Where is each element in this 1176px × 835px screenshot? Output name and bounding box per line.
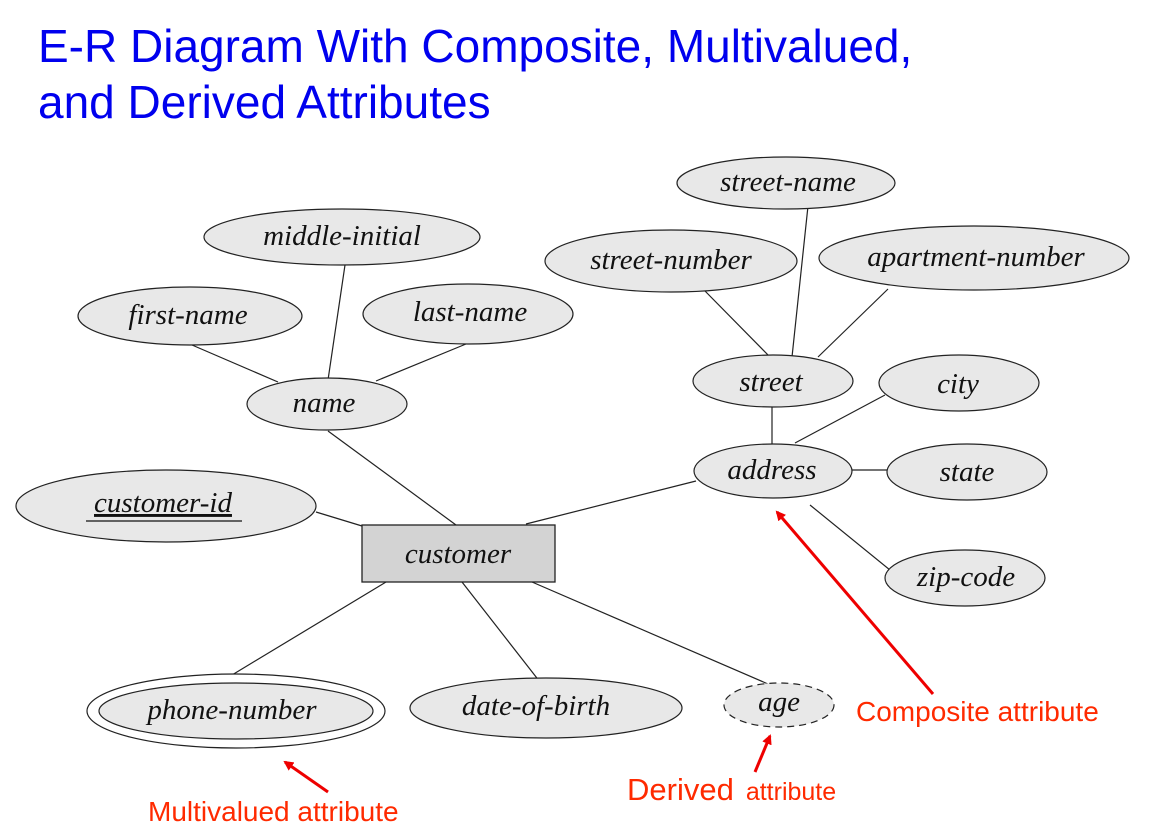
attr-street-name[interactable]: street-name <box>676 156 896 210</box>
attr-middle-initial[interactable]: middle-initial <box>203 208 481 266</box>
attr-apartment-number-label: apartment-number <box>867 241 1085 273</box>
edge-customer-date-of-birth <box>461 581 541 683</box>
attr-last-name-label: last-name <box>413 296 528 328</box>
edge-zip-code-address <box>809 504 891 571</box>
title-line-1: E-R Diagram With Composite, Multivalued, <box>38 20 913 72</box>
attr-street-name-label: street-name <box>720 166 856 198</box>
multivalued-arrow <box>283 760 329 794</box>
attr-first-name[interactable]: first-name <box>77 286 303 346</box>
edge-street-name-street <box>791 205 809 358</box>
derived-arrow <box>753 734 772 773</box>
attr-street-number[interactable]: street-number <box>544 229 798 293</box>
composite-attribute-label: Composite attribute <box>856 696 1099 727</box>
attr-address[interactable]: address <box>693 443 853 499</box>
edge-customer-id-customer <box>315 511 363 527</box>
attr-zip-code[interactable]: zip-code <box>884 549 1046 607</box>
attr-date-of-birth[interactable]: date-of-birth <box>409 677 683 739</box>
edge-street-number-street <box>704 290 771 358</box>
edge-name-customer <box>327 430 457 526</box>
attr-phone-number-label: phone-number <box>145 694 317 726</box>
attr-state-label: state <box>940 456 995 488</box>
attr-age[interactable]: age <box>723 682 835 728</box>
edge-first-name-name <box>191 344 279 383</box>
attr-street-label: street <box>739 366 803 398</box>
composite-arrow <box>775 510 935 695</box>
derived-label-small: attribute <box>746 778 836 806</box>
connector-lines <box>191 205 891 685</box>
attr-customer-id[interactable]: customer-id <box>15 469 317 543</box>
attr-state[interactable]: state <box>886 443 1048 501</box>
attr-last-name[interactable]: last-name <box>362 283 574 345</box>
attr-city[interactable]: city <box>878 354 1040 412</box>
edge-customer-phone-number <box>231 581 387 676</box>
attr-first-name-label: first-name <box>128 299 247 331</box>
edge-city-address <box>794 394 886 444</box>
slide-title: E-R Diagram With Composite, Multivalued,… <box>38 18 912 130</box>
multivalued-attribute-label: Multivalued attribute <box>148 796 399 827</box>
derived-attribute-label: Derived attribute <box>627 772 836 807</box>
multivalued-inner-ellipse <box>98 682 374 740</box>
title-line-2: and Derived Attributes <box>38 76 491 128</box>
attr-phone-number[interactable]: phone-number <box>86 673 386 749</box>
attr-city-label: city <box>937 368 979 400</box>
attr-date-of-birth-label: date-of-birth <box>462 690 610 722</box>
edge-last-name-name <box>375 343 467 382</box>
attr-street[interactable]: street <box>692 354 854 408</box>
edge-address-customer <box>525 480 697 525</box>
attr-apartment-number[interactable]: apartment-number <box>818 225 1130 291</box>
derived-label-main: Derived <box>627 772 734 807</box>
entity-customer[interactable]: customer <box>361 524 556 583</box>
edge-apartment-number-street <box>817 288 889 358</box>
attr-name-label: name <box>293 387 356 419</box>
edge-middle-initial-name <box>327 264 346 381</box>
attr-name[interactable]: name <box>246 377 408 431</box>
attr-address-label: address <box>727 454 816 486</box>
attr-street-number-label: street-number <box>590 244 752 276</box>
entity-customer-label: customer <box>405 538 512 570</box>
edge-customer-age <box>531 581 769 685</box>
attr-age-label: age <box>758 686 800 718</box>
attr-customer-id-label: customer-id <box>94 487 232 519</box>
attr-middle-initial-label: middle-initial <box>263 220 421 252</box>
annotation-arrows <box>283 510 935 794</box>
attr-zip-code-label: zip-code <box>916 561 1015 593</box>
